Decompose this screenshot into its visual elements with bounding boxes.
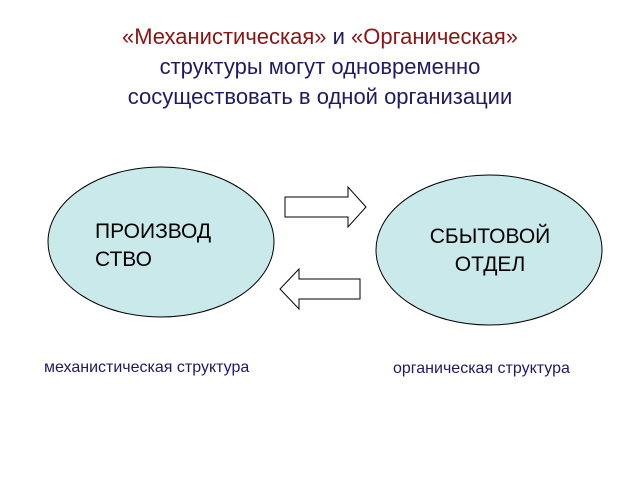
caption-organic: органическая структура <box>393 360 570 377</box>
title-mechanistic: «Механистическая» <box>121 24 327 49</box>
title-conjunction: и <box>326 24 352 49</box>
production-label-line-2: СТВО <box>95 248 152 271</box>
production-label: ПРОИЗВОД СТВО <box>95 218 211 274</box>
arrow-right-icon <box>284 185 367 229</box>
title-line-2: структуры могут одновременно <box>159 54 481 79</box>
slide-title: «Механистическая» и «Органическая» струк… <box>60 22 580 112</box>
arrow-left-icon <box>279 267 361 311</box>
sales-label: СБЫТОВОЙ ОТДЕЛ <box>417 223 563 279</box>
sales-ellipse <box>375 174 603 326</box>
production-ellipse <box>47 166 275 318</box>
caption-mechanistic: механистическая структура <box>44 359 250 376</box>
title-line-3: сосуществовать в одной организации <box>127 84 513 109</box>
title-line-1: «Механистическая» и «Органическая» <box>60 22 580 52</box>
sales-label-line-1: СБЫТОВОЙ <box>429 225 551 248</box>
sales-label-line-2: ОТДЕЛ <box>454 253 526 276</box>
production-label-line-1: ПРОИЗВОД <box>95 220 212 243</box>
title-organic: «Органическая» <box>351 24 519 49</box>
